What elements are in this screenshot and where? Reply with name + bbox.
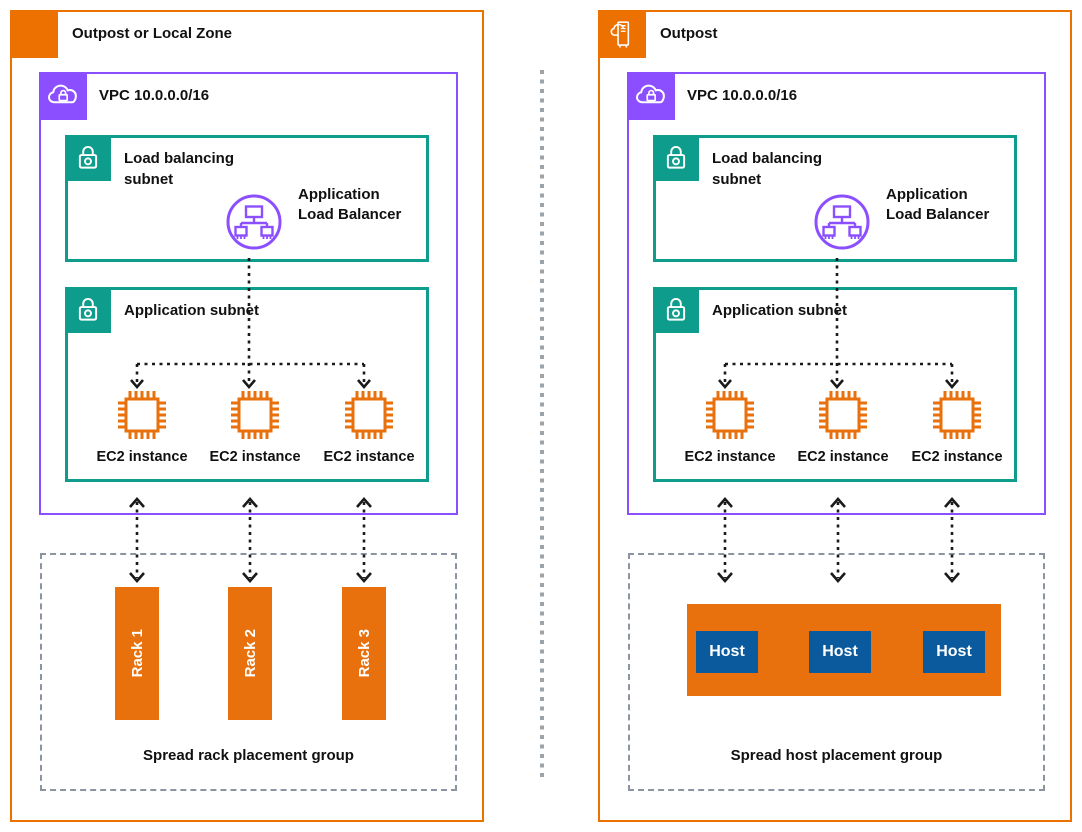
ec2-chip-icon xyxy=(929,387,985,443)
left-app-subnet-label: Application subnet xyxy=(124,302,259,319)
application-load-balancer-icon xyxy=(814,194,870,250)
right-vpc-label: VPC 10.0.0.0/16 xyxy=(687,87,798,104)
ec2-chip-icon xyxy=(702,387,758,443)
ec2-instance-label: EC2 instance xyxy=(209,449,301,465)
subnet-lock-icon xyxy=(653,135,699,181)
left-application-subnet: Application subnet EC2 instance xyxy=(65,287,429,482)
left-panel-outpost-or-local-zone: Outpost or Local Zone VPC 10.0.0.0/16 Lo… xyxy=(10,10,484,822)
ec2-chip-icon xyxy=(114,387,170,443)
host-3: Host xyxy=(923,631,985,673)
right-group-caption: Spread host placement group xyxy=(730,747,943,764)
left-alb-label: Application Load Balancer xyxy=(298,186,402,224)
host-2: Host xyxy=(809,631,871,673)
right-load-balancing-subnet: Load balancing subnet Application Load B… xyxy=(653,135,1017,262)
rack-2-label: Rack 2 xyxy=(241,629,259,678)
right-panel-title: Outpost xyxy=(660,25,718,42)
spread-rack-placement-group-box: Rack 1 Rack 2 Rack 3 Spread rack placeme… xyxy=(40,553,457,791)
rack-1-label: Rack 1 xyxy=(128,629,146,678)
right-panel-outpost: Outpost VPC 10.0.0.0/16 Load balancing s… xyxy=(598,10,1072,822)
ec2-instance-label: EC2 instance xyxy=(684,449,776,465)
ec2-instance-label: EC2 instance xyxy=(911,449,1003,465)
rack-3: Rack 3 xyxy=(342,587,386,720)
outpost-or-local-zone-icon xyxy=(10,10,58,58)
host-1: Host xyxy=(696,631,758,673)
rack-1: Rack 1 xyxy=(115,587,159,720)
spread-host-placement-group-box: Host Host Host Spread host placement gro… xyxy=(628,553,1045,791)
outpost-icon xyxy=(598,10,646,58)
vpc-cloud-lock-icon xyxy=(627,72,675,120)
left-lb-subnet-label: Load balancing subnet xyxy=(124,150,235,188)
right-app-subnet-label: Application subnet xyxy=(712,302,847,319)
right-lb-subnet-label: Load balancing subnet xyxy=(712,150,823,188)
panel-divider-dotted-line xyxy=(540,70,544,778)
right-application-subnet: Application subnet EC2 instance xyxy=(653,287,1017,482)
subnet-lock-icon xyxy=(65,135,111,181)
ec2-instance-label: EC2 instance xyxy=(323,449,415,465)
left-group-caption: Spread rack placement group xyxy=(143,747,354,764)
rack-2: Rack 2 xyxy=(228,587,272,720)
ec2-chip-icon xyxy=(227,387,283,443)
ec2-instance-label: EC2 instance xyxy=(797,449,889,465)
left-load-balancing-subnet: Load balancing subnet Application Load B… xyxy=(65,135,429,262)
vpc-cloud-lock-icon xyxy=(39,72,87,120)
ec2-instance-label: EC2 instance xyxy=(96,449,188,465)
left-vpc-box: VPC 10.0.0.0/16 Load balancing subnet xyxy=(39,72,458,515)
right-alb-label: Application Load Balancer xyxy=(886,186,990,224)
ec2-chip-icon xyxy=(815,387,871,443)
right-vpc-box: VPC 10.0.0.0/16 Load balancing subnet xyxy=(627,72,1046,515)
left-panel-title: Outpost or Local Zone xyxy=(72,25,232,42)
subnet-lock-icon xyxy=(653,287,699,333)
subnet-lock-icon xyxy=(65,287,111,333)
application-load-balancer-icon xyxy=(226,194,282,250)
left-vpc-label: VPC 10.0.0.0/16 xyxy=(99,87,210,104)
rack-3-label: Rack 3 xyxy=(355,629,373,678)
outpost-host-bar: Host Host Host xyxy=(687,604,1001,696)
ec2-chip-icon xyxy=(341,387,397,443)
